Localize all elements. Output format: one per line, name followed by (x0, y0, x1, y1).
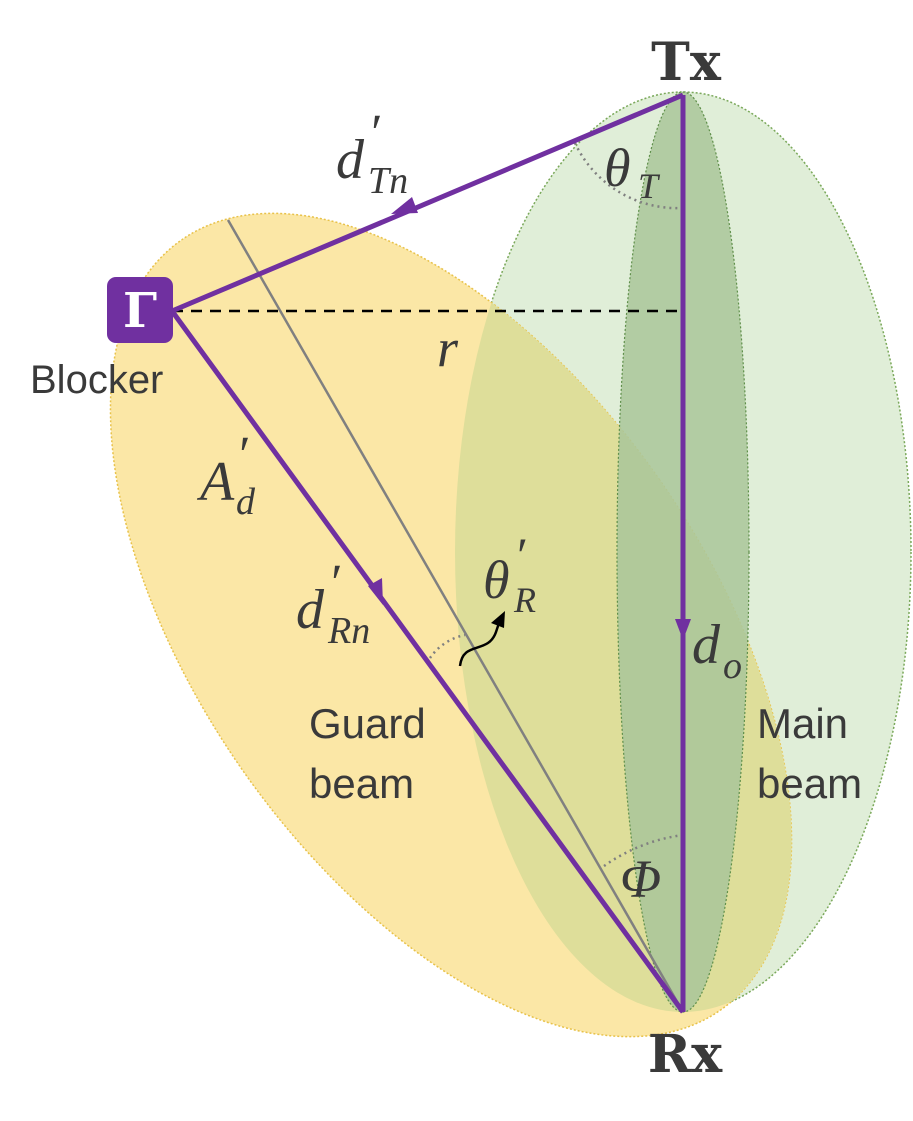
a-d-symbol: A (196, 451, 235, 513)
main-beam-label-2: beam (757, 760, 862, 807)
d-rn-subscript: Rn (327, 610, 370, 652)
d-tn-symbol: d (336, 129, 365, 191)
theta-r-pointer (458, 619, 502, 667)
d-tn-subscript: Tn (368, 160, 408, 202)
d-o-symbol: d (692, 614, 721, 676)
guard-beam-label-1: Guard (309, 700, 426, 747)
theta-t-arc (573, 142, 684, 210)
main-beam-label-1: Main (757, 700, 848, 747)
blocker-label: Blocker (30, 358, 163, 402)
theta-r-prime: ′ (514, 527, 526, 583)
d-tn-prime: ′ (368, 105, 381, 162)
theta-r-subscript: R (513, 580, 536, 620)
guard-beam-label-2: beam (309, 760, 414, 807)
arrow-tx-blocker (391, 197, 418, 214)
phi-symbol: Φ (620, 849, 661, 909)
path-tx-to-blocker (171, 92, 684, 314)
r-symbol: r (437, 318, 459, 378)
theta-t-symbol: θ (604, 138, 631, 198)
guard-beam-axis (226, 219, 685, 1013)
a-d-subscript: d (236, 481, 256, 523)
d-o-subscript: o (723, 645, 742, 687)
d-rn-symbol: d (296, 579, 325, 641)
phi-arc (603, 833, 684, 868)
a-d-prime: ′ (236, 427, 249, 484)
path-blocker-to-rx (169, 309, 686, 1014)
d-rn-prime: ′ (328, 555, 341, 612)
arrow-tx-rx (675, 619, 691, 640)
theta-t-subscript: T (638, 166, 661, 206)
theta-r-pointer-head (491, 611, 505, 628)
arrow-blocker-rx (368, 578, 383, 605)
blocker-symbol: Γ (123, 283, 157, 339)
theta-r-symbol: θ (483, 550, 510, 610)
blocker-box (107, 277, 173, 343)
rx-label: Rx (648, 1024, 723, 1085)
tx-label: Tx (651, 32, 722, 93)
